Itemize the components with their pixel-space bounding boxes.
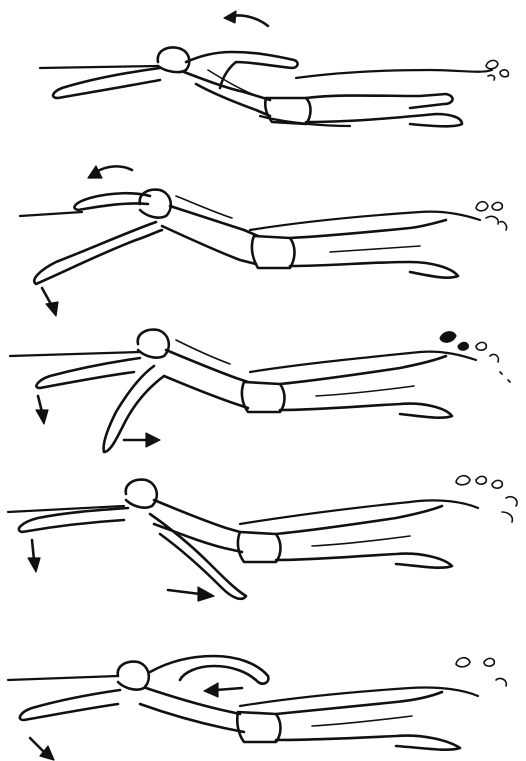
- arrow-down-icon: [36, 396, 48, 424]
- torso: [140, 688, 244, 732]
- torso: [164, 350, 248, 408]
- trunks: [237, 712, 280, 742]
- extended-arm: [36, 358, 140, 388]
- panel-3-swimmer: [10, 330, 510, 452]
- panel-2-swimmer: [20, 166, 507, 316]
- arrow-right-icon: [124, 433, 160, 447]
- arrow-down-right-icon: [30, 738, 54, 760]
- extended-arm: [20, 690, 120, 720]
- trunks: [265, 98, 310, 124]
- trunks: [252, 236, 295, 268]
- head: [118, 662, 149, 690]
- arrow-left-icon: [204, 683, 242, 697]
- arc-left-icon: [88, 166, 132, 178]
- panel-1-swimmer: [40, 11, 508, 126]
- head: [138, 330, 169, 358]
- panel-4-swimmer: [8, 476, 517, 601]
- recovering-arm: [150, 656, 268, 684]
- splash: [440, 332, 510, 382]
- trunks: [238, 532, 281, 562]
- arrow-right-icon: [168, 587, 214, 601]
- recovering-arm: [186, 52, 298, 88]
- extended-arm: [34, 222, 162, 284]
- arrow-down-icon: [42, 288, 58, 316]
- panel-5-swimmer: [8, 656, 506, 760]
- arc-left-icon: [224, 11, 268, 26]
- torso: [184, 72, 270, 116]
- head: [126, 480, 157, 508]
- splash: [456, 476, 517, 522]
- splash: [476, 202, 507, 230]
- splash: [456, 658, 506, 686]
- torso: [162, 206, 258, 264]
- legs: [306, 94, 462, 126]
- extended-arm: [53, 68, 160, 98]
- arrow-down-icon: [28, 540, 40, 572]
- head: [158, 48, 189, 73]
